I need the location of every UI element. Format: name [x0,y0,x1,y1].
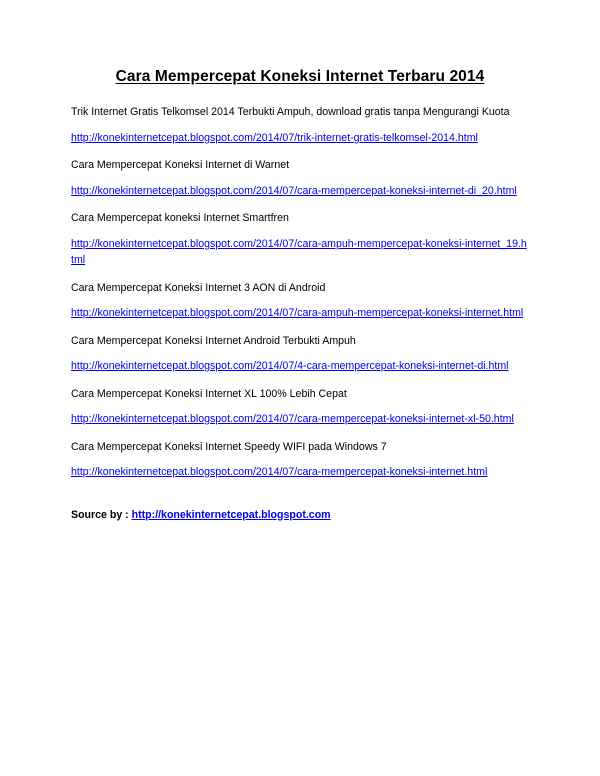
entry-title: Cara Mempercepat Koneksi Internet 3 AON … [71,281,326,294]
list-item: Cara Mempercepat Koneksi Internet Speedy… [71,439,529,481]
list-item: Cara Mempercepat Koneksi Internet di War… [71,157,529,199]
list-item: Cara Mempercepat Koneksi Internet 3 AON … [71,280,529,322]
entry-link[interactable]: http://konekinternetcepat.blogspot.com/2… [71,307,524,319]
entry-title: Cara Mempercepat Koneksi Internet XL 100… [71,387,347,400]
list-item: Cara Mempercepat Koneksi Internet XL 100… [71,386,529,428]
entry-link[interactable]: http://konekinternetcepat.blogspot.com/2… [71,131,478,144]
source-link[interactable]: http://konekinternetcepat.blogspot.com [131,508,331,521]
entry-title: Cara Mempercepat Koneksi Internet Speedy… [71,440,387,453]
entry-title: Cara Mempercepat Koneksi Internet Androi… [71,334,356,347]
entry-link[interactable]: http://konekinternetcepat.blogspot.com/2… [71,413,514,425]
article-list: Trik Internet Gratis Telkomsel 2014 Terb… [71,104,529,523]
list-item: Cara Mempercepat Koneksi Internet Androi… [71,333,529,375]
source-line: Source by : http://konekinternetcepat.bl… [71,507,529,524]
entry-title: Trik Internet Gratis Telkomsel 2014 Terb… [71,106,510,118]
entry-link[interactable]: http://konekinternetcepat.blogspot.com/2… [71,237,527,267]
entry-title: Cara Mempercepat koneksi Internet Smartf… [71,212,289,224]
page-title: Cara Mempercepat Koneksi Internet Terbar… [115,68,485,85]
list-item: Trik Internet Gratis Telkomsel 2014 Terb… [71,104,529,146]
entry-link[interactable]: http://konekinternetcepat.blogspot.com/2… [71,466,488,478]
list-item: Cara Mempercepat koneksi Internet Smartf… [71,210,529,269]
entry-link[interactable]: http://konekinternetcepat.blogspot.com/2… [71,360,509,372]
entry-link[interactable]: http://konekinternetcepat.blogspot.com/2… [71,184,517,197]
entry-title: Cara Mempercepat Koneksi Internet di War… [71,159,290,171]
source-label: Source by : [71,508,132,521]
